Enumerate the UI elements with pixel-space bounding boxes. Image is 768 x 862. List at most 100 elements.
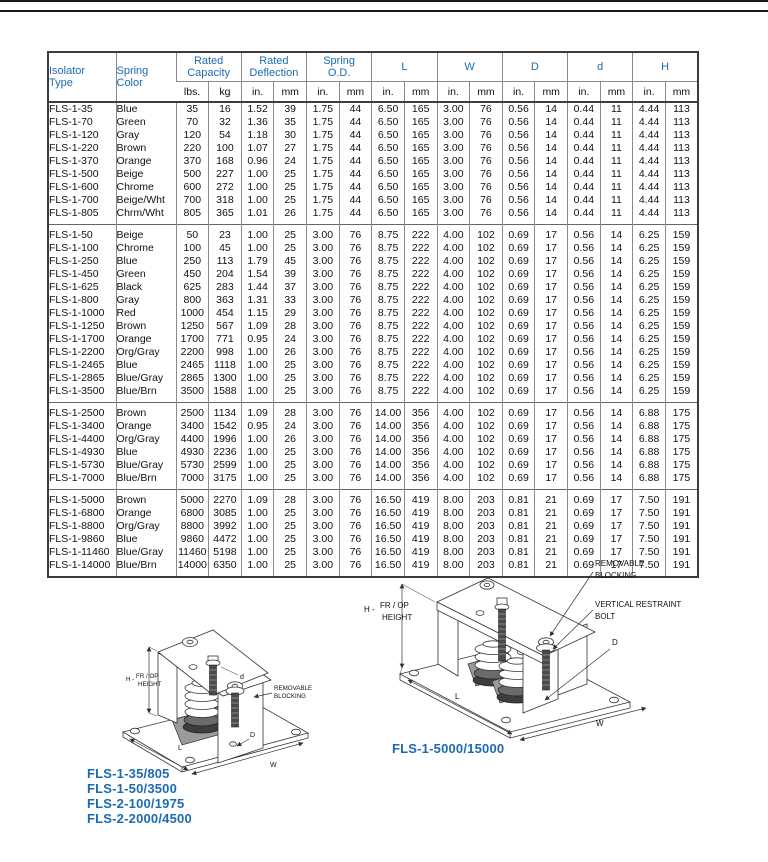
table-cell: FLS-1-3500 [49, 385, 105, 397]
table-cell: 8.00 [436, 546, 470, 559]
table-cell: 1996 [208, 433, 242, 446]
table-cell: Brown [115, 320, 176, 333]
table-cell: Org/Gray [115, 520, 176, 533]
table-cell: 1.00 [240, 559, 274, 577]
table-cell: 17 [534, 402, 568, 420]
table-cell: 625 [175, 281, 209, 294]
table-cell: 1300 [208, 372, 242, 385]
table-cell: 76 [338, 420, 372, 433]
table-cell: 113 [664, 155, 698, 168]
table-cell: 6.25 [632, 307, 666, 320]
table-cell: 1.36 [240, 116, 274, 129]
table-cell: 44 [338, 168, 372, 181]
table-cell: 102 [469, 372, 503, 385]
dim-W-label: W [596, 719, 604, 728]
table-cell: 1.00 [240, 346, 274, 359]
table-cell: 159 [664, 242, 698, 255]
table-cell: 1.75 [306, 194, 340, 207]
table-cell: 8.00 [436, 520, 470, 533]
table-cell: 222 [403, 255, 437, 268]
table-cell: 113 [664, 181, 698, 194]
table-cell: 113 [664, 102, 698, 116]
table-cell: 113 [664, 142, 698, 155]
table-cell: 14.00 [371, 459, 405, 472]
table-cell: 0.69 [501, 472, 535, 490]
table-cell: 203 [469, 507, 503, 520]
table-cell: 113 [664, 194, 698, 207]
table-cell: 4.00 [436, 242, 470, 255]
table-cell: 2236 [208, 446, 242, 459]
table-cell: 0.69 [501, 372, 535, 385]
table-cell: 6.88 [632, 420, 666, 433]
table-cell: Blue [115, 255, 176, 268]
table-cell: 165 [403, 194, 437, 207]
table-cell: 4.00 [436, 320, 470, 333]
col-unit-header: in. [371, 81, 405, 102]
table-cell: 17 [534, 294, 568, 307]
removable-blocking-label: REMOVABLE [595, 559, 644, 568]
table-cell: FLS-1-800 [49, 294, 99, 306]
table-cell: 4.00 [436, 307, 470, 320]
table-cell: 70 [175, 116, 209, 129]
table-cell: 222 [403, 307, 437, 320]
top-rule-inner [0, 10, 768, 12]
table-cell: 3.00 [306, 242, 340, 255]
table-cell: Chrm/Wht [115, 207, 176, 225]
table-cell: 1.00 [240, 194, 274, 207]
table-cell: 0.56 [567, 459, 601, 472]
table-cell: 356 [403, 433, 437, 446]
table-cell: 220 [175, 142, 209, 155]
table-cell: 76 [338, 520, 372, 533]
table-cell: 8.75 [371, 346, 405, 359]
table-cell: 3.00 [306, 372, 340, 385]
table-cell: 7.50 [632, 533, 666, 546]
table-cell: 4.00 [436, 446, 470, 459]
table-cell: 4.00 [436, 359, 470, 372]
table-cell: 44 [338, 142, 372, 155]
table-cell: 25 [273, 520, 307, 533]
table-cell: 24 [273, 155, 307, 168]
table-cell: 17 [534, 242, 568, 255]
table-cell: Chrome [115, 181, 176, 194]
table-cell: 1000 [175, 307, 209, 320]
table-cell: 8.75 [371, 268, 405, 281]
table-cell: 3.00 [306, 346, 340, 359]
table-cell: 4.00 [436, 268, 470, 281]
table-cell: 6.25 [632, 281, 666, 294]
table-cell: 3.00 [306, 459, 340, 472]
table-cell: 0.81 [501, 507, 535, 520]
table-cell: 113 [664, 168, 698, 181]
height-label-prefix: H - [126, 676, 134, 683]
table-cell: 102 [469, 242, 503, 255]
height-label-line1: FR / OP [380, 601, 409, 610]
table-cell: 227 [208, 168, 242, 181]
col-unit-header: mm [338, 81, 372, 102]
table-cell: FLS-1-100 [49, 242, 99, 254]
table-cell: 17 [599, 520, 633, 533]
table-cell: FLS-1-120 [49, 129, 99, 141]
table-cell: 1.00 [240, 224, 274, 242]
table-cell: 805 [175, 207, 209, 225]
table-cell: 25 [273, 359, 307, 372]
table-cell: 222 [403, 320, 437, 333]
table-cell: Brown [115, 489, 176, 507]
table-cell: 203 [469, 520, 503, 533]
table-cell: 102 [469, 333, 503, 346]
table-cell: 14 [599, 346, 633, 359]
table-cell: 6.88 [632, 472, 666, 490]
table-cell: 44 [338, 194, 372, 207]
table-cell: 8.75 [371, 385, 405, 403]
table-cell: 25 [273, 372, 307, 385]
table-cell: 16.50 [371, 507, 405, 520]
table-cell: 28 [273, 402, 307, 420]
table-cell: 8.75 [371, 372, 405, 385]
table-cell: 76 [338, 546, 372, 559]
